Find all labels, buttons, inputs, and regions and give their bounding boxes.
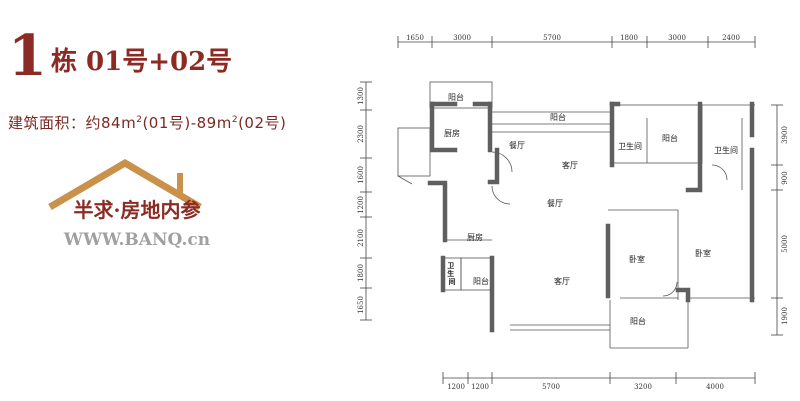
room-dining-top: 餐厅 bbox=[509, 141, 525, 150]
room-living-bottom: 客厅 bbox=[554, 276, 570, 286]
room-balcony-mid-left: 阳台 bbox=[473, 276, 489, 286]
room-dining-mid: 餐厅 bbox=[547, 199, 563, 208]
area-info: 建筑面积：约84m2(01号)-89m2(02号) bbox=[8, 112, 286, 133]
room-bath-small: 卫 生 间 bbox=[447, 261, 456, 286]
dim-bottom-1: 1200 bbox=[447, 383, 465, 391]
dim-bottom-2: 1200 bbox=[471, 383, 489, 391]
dim-right-2: 900 bbox=[781, 171, 789, 184]
dim-left-6: 1800 bbox=[357, 264, 365, 282]
dim-left-4: 1200 bbox=[357, 196, 365, 214]
building-units: 栋 01号+02号 bbox=[50, 47, 233, 77]
dimension-lines bbox=[360, 36, 783, 384]
dim-left-1: 1300 bbox=[357, 87, 365, 105]
room-living-top: 客厅 bbox=[562, 160, 578, 170]
dimension-labels: 1650 3000 5700 1800 3000 2400 1200 1200 … bbox=[357, 34, 789, 391]
dim-top-6: 2400 bbox=[722, 34, 740, 42]
dim-bottom-3: 5700 bbox=[542, 383, 560, 391]
area-prefix: 建筑面积：约84m bbox=[8, 114, 137, 132]
room-balcony-top-mid: 阳台 bbox=[550, 112, 566, 122]
room-labels: 阳台 阳台 阳台 厨房 餐厅 客厅 卫生间 卫生间 餐厅 厨房 卧室 卧室 阳台… bbox=[444, 92, 738, 326]
dim-top-1: 1650 bbox=[406, 34, 424, 42]
dim-left-3: 1600 bbox=[357, 166, 365, 184]
dim-top-4: 1800 bbox=[620, 34, 638, 42]
watermark-site-name: 半求·房地内参 bbox=[74, 198, 201, 222]
dim-top-5: 3000 bbox=[668, 34, 686, 42]
room-bath-top-1: 卫生间 bbox=[618, 141, 642, 151]
watermark-logo: 半求·房地内参 WWW.BANQ.cn bbox=[48, 158, 210, 250]
dim-top-3: 5700 bbox=[543, 34, 561, 42]
dim-top-2: 3000 bbox=[453, 34, 471, 42]
area-sup-1: 2 bbox=[136, 115, 143, 125]
dim-right-3: 5000 bbox=[781, 235, 789, 253]
room-bedroom-2: 卧室 bbox=[695, 248, 711, 258]
room-balcony-top-left: 阳台 bbox=[448, 92, 464, 102]
area-sup-2: 2 bbox=[231, 115, 239, 125]
dim-left-5: 2100 bbox=[357, 229, 365, 247]
building-title: 1 栋 01号+02号 bbox=[8, 28, 232, 84]
watermark-url: WWW.BANQ.cn bbox=[63, 230, 210, 250]
room-balcony-bottom: 阳台 bbox=[630, 316, 646, 326]
room-bedroom-1: 卧室 bbox=[629, 254, 645, 264]
dim-bottom-4: 3200 bbox=[634, 383, 652, 391]
dim-left-7: 1650 bbox=[357, 296, 365, 314]
building-number: 1 bbox=[8, 23, 47, 89]
dim-bottom-5: 4000 bbox=[706, 383, 724, 391]
room-balcony-right: 阳台 bbox=[662, 133, 678, 143]
thick-walls bbox=[427, 101, 755, 333]
area-middle: (01号)-89m bbox=[142, 114, 232, 132]
dim-right-4: 1900 bbox=[781, 307, 789, 325]
area-suffix: (02号) bbox=[238, 114, 287, 132]
floor-plan: 1650 3000 5700 1800 3000 2400 1200 1200 … bbox=[357, 34, 789, 391]
dim-left-2: 2300 bbox=[357, 125, 365, 143]
room-kitchen-top: 厨房 bbox=[444, 128, 460, 138]
room-kitchen-bottom: 厨房 bbox=[467, 232, 483, 242]
room-bath-top-2: 卫生间 bbox=[714, 145, 738, 155]
dim-right-1: 3900 bbox=[781, 126, 789, 144]
house-roof-icon bbox=[48, 158, 202, 211]
